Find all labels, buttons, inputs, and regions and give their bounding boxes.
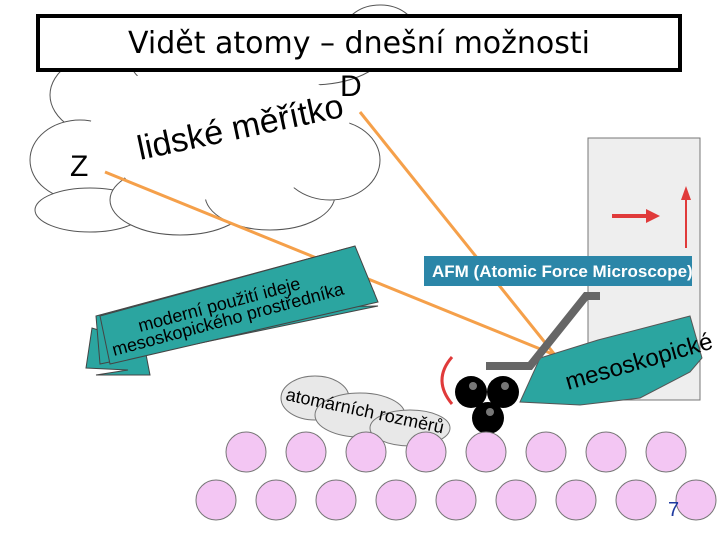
- surface-atoms: [195, 431, 717, 521]
- afm-cantilever: [486, 292, 600, 370]
- afm-label-box: [424, 256, 692, 286]
- page-title: Vidět atomy – dnešní možnosti: [128, 25, 590, 61]
- mesoscopic-banner: [519, 315, 703, 406]
- title-box: Vidět atomy – dnešní možnosti: [36, 14, 682, 72]
- page-number: 7: [668, 499, 679, 521]
- red-arrow-right-icon: [612, 209, 660, 223]
- red-bracket: [440, 356, 454, 405]
- ribbon: [85, 245, 379, 376]
- afm-tip-atoms: [455, 376, 519, 434]
- afm-label: AFM (Atomic Force Microscope): [432, 262, 693, 281]
- label-z: Z: [70, 150, 88, 183]
- label-d: D: [340, 70, 362, 103]
- human-scale-cloud: [29, 4, 416, 236]
- beam-line-d: [358, 111, 557, 356]
- red-arrow-up-icon: [681, 186, 691, 248]
